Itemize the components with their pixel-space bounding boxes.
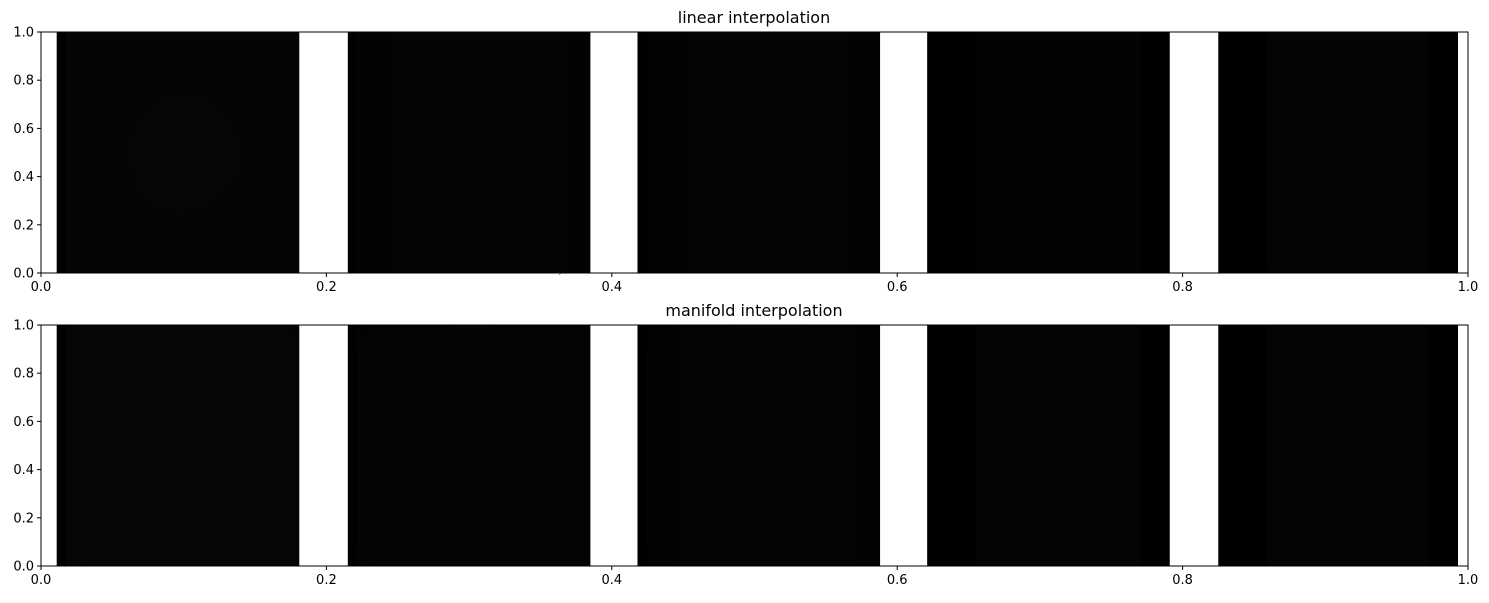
x-tick-label: 0.8	[1172, 573, 1193, 588]
panel-title: manifold interpolation	[665, 301, 842, 320]
y-tick-label: 0.4	[13, 170, 34, 185]
x-tick-label: 0.6	[887, 573, 908, 588]
y-tick-label: 0.0	[13, 560, 34, 575]
y-tick-label: 0.4	[13, 463, 34, 478]
y-tick-label: 0.6	[13, 415, 34, 430]
axes-spine	[40, 31, 1469, 274]
x-tick-label: 0.4	[601, 573, 622, 588]
manifold-interpolation-panel: manifold interpolation 0.0 0.2 0.4 0.6 0.8 1.…	[13, 301, 1478, 588]
y-tick-label: 1.0	[13, 319, 34, 334]
image-1	[56, 32, 300, 273]
x-tick-label: 0.8	[1172, 280, 1193, 295]
y-tick-label: 0.6	[13, 122, 34, 137]
image-1	[56, 325, 300, 566]
image-5	[1218, 325, 1459, 566]
image-3	[637, 325, 881, 566]
x-tick-label: 0.0	[31, 573, 52, 588]
y-tick-label: 0.2	[13, 511, 34, 526]
image-2	[347, 325, 591, 566]
axes-frame: 0.0 0.2 0.4 0.6 0.8 1.0 0.0 0.2 0.4 0.6 0.8 1.0	[13, 319, 1478, 589]
x-tick-label: 0.6	[887, 280, 908, 295]
x-tick-label: 1.0	[1458, 280, 1479, 295]
image-strip	[56, 32, 1459, 273]
panel-title: linear interpolation	[678, 8, 830, 27]
image-2	[347, 32, 591, 273]
x-tick-label: 0.4	[601, 280, 622, 295]
image-5	[1218, 32, 1459, 273]
y-tick-label: 1.0	[13, 26, 34, 41]
x-tick-label: 0.2	[316, 280, 337, 295]
x-tick-label: 0.0	[31, 280, 52, 295]
image-3	[637, 32, 881, 273]
axes-spine	[40, 324, 1469, 567]
x-tick-label: 1.0	[1458, 573, 1479, 588]
image-4	[927, 32, 1170, 273]
y-tick-label: 0.8	[13, 74, 34, 89]
y-tick-label: 0.2	[13, 218, 34, 233]
x-tick-label: 0.2	[316, 573, 337, 588]
y-tick-label: 0.8	[13, 367, 34, 382]
image-strip	[56, 325, 1459, 566]
image-4	[927, 325, 1170, 566]
y-tick-label: 0.0	[13, 267, 34, 282]
axes-frame: 0.0 0.2 0.4 0.6 0.8 1.0 0.0 0.2 0.4 0.6 0.8 1.0	[13, 26, 1478, 296]
